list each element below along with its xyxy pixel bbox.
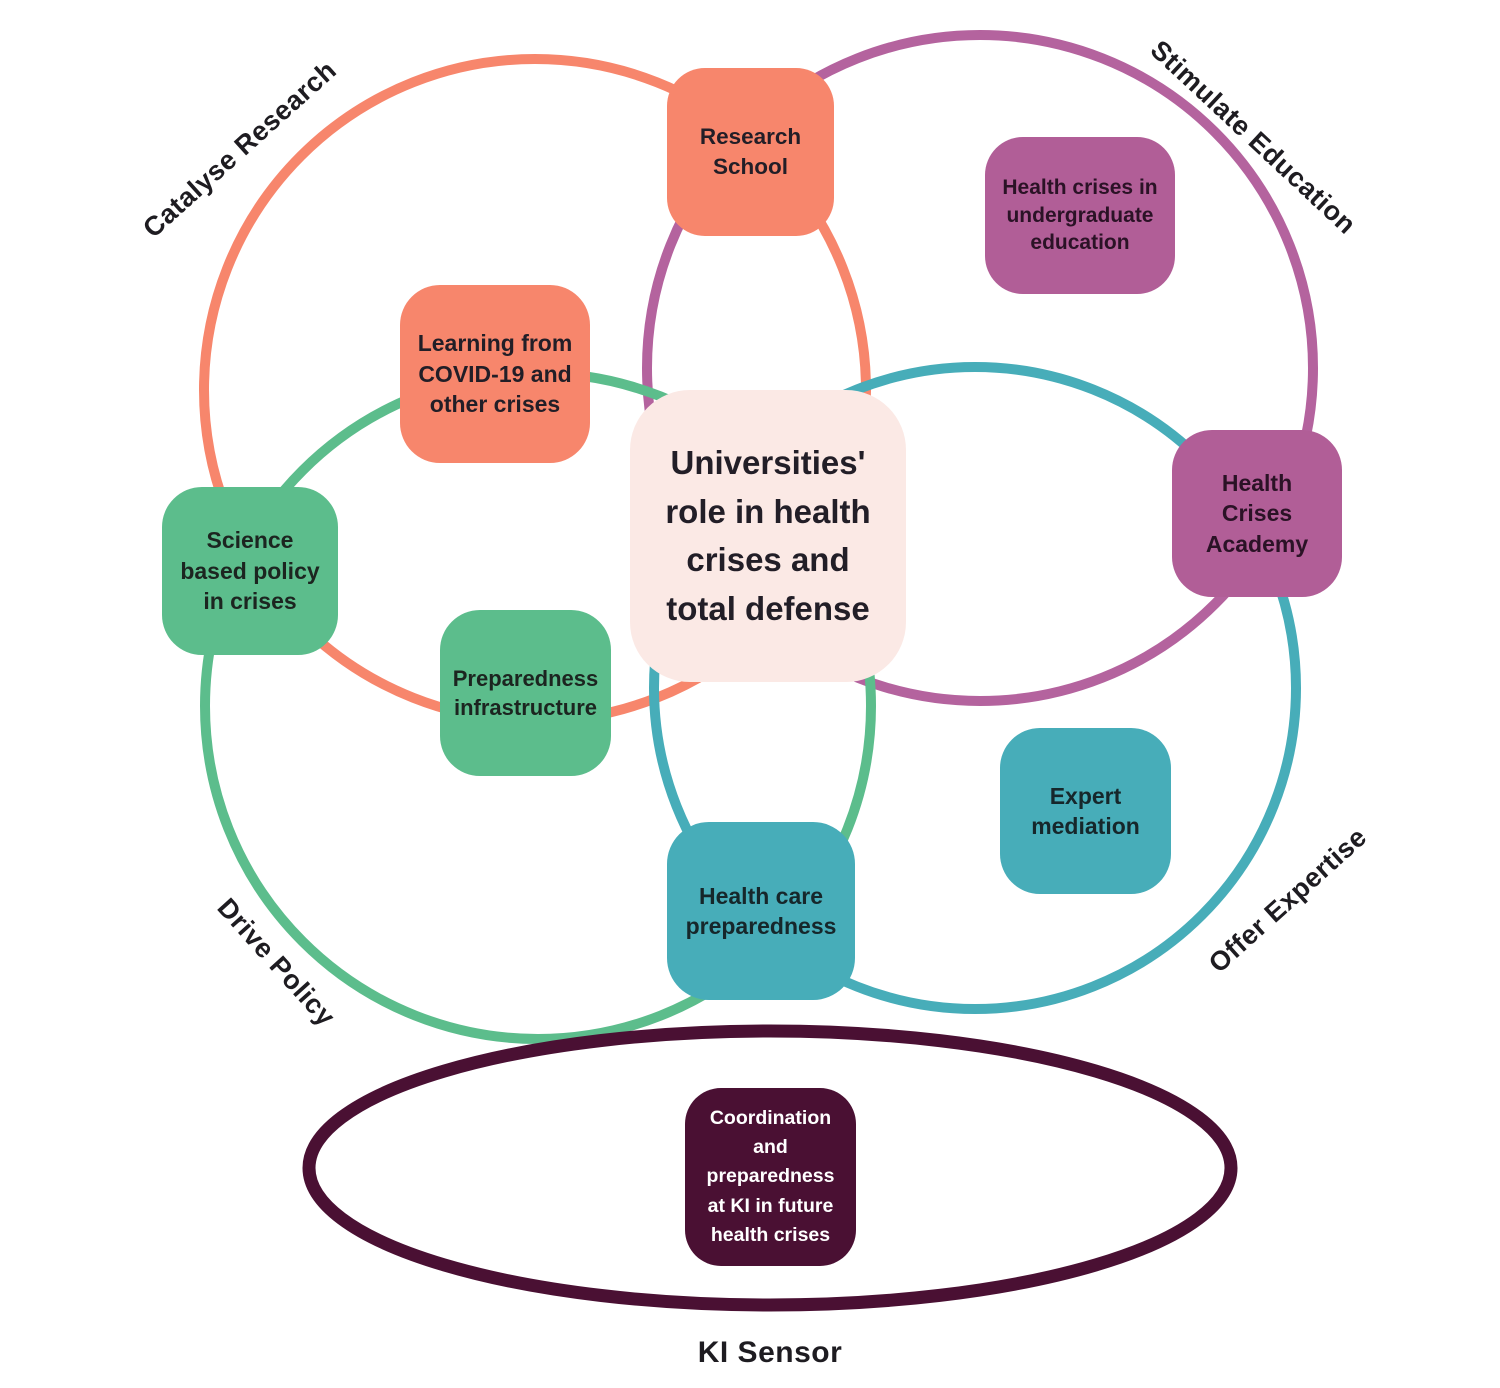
node-science-based-policy: Science based policy in crises	[162, 487, 338, 655]
node-health-care-prep: Health care preparedness	[667, 822, 855, 1000]
node-expert-mediation: Expert mediation	[1000, 728, 1171, 894]
ring-label-ki-sensor: KI Sensor	[697, 1336, 843, 1369]
node-research-school: Research School	[667, 68, 834, 236]
center-title-node: Universities' role in health crises and …	[630, 390, 906, 682]
ring-stimulate-education	[642, 30, 1318, 706]
ring-offer-expertise	[649, 362, 1301, 1014]
node-health-crises-academy: Health Crises Academy	[1172, 430, 1342, 597]
node-preparedness-infra: Preparedness infrastructure	[440, 610, 611, 776]
node-coordination-ki: Coordination and preparedness at KI in f…	[685, 1088, 856, 1266]
ring-ki-sensor	[302, 1024, 1238, 1312]
node-undergrad-education: Health crises in undergraduate education	[985, 137, 1175, 294]
node-learning-covid: Learning from COVID-19 and other crises	[400, 285, 590, 463]
